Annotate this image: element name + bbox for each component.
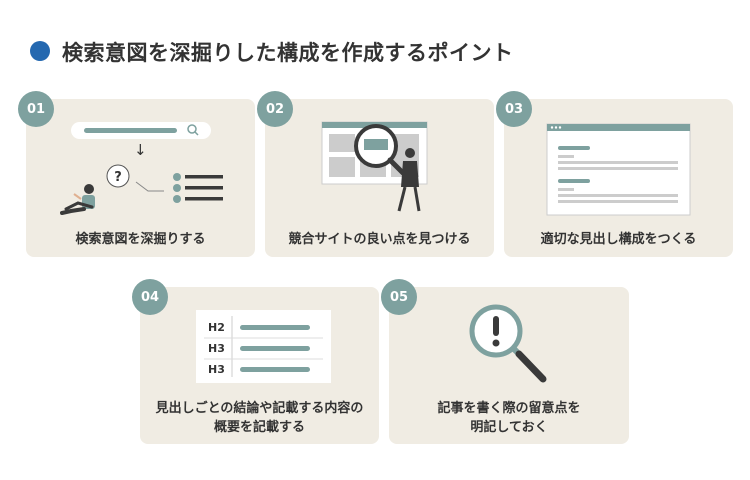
heading-h3: H3 xyxy=(208,342,225,355)
card-number-badge: 04 xyxy=(132,279,168,315)
arrow-icon: ↓ xyxy=(134,141,147,159)
question-mark: ? xyxy=(114,170,122,185)
point-card-02: 02 競合サイトの良い点を見つける xyxy=(257,91,494,257)
point-card-01: ? ↓ 01 検索意図を深掘りする xyxy=(18,91,255,257)
card-number-badge: 05 xyxy=(381,279,417,315)
heading-h2: H2 xyxy=(208,321,225,334)
point-card-03: 03 適切な見出し構成をつくる xyxy=(496,91,733,257)
page-title: 検索意図を深掘りした構成を作成するポイント xyxy=(62,41,514,65)
heading-list-illustration: H2 H3 H3 xyxy=(196,310,331,383)
title-dot xyxy=(30,41,50,61)
card-label: 検索意図を深掘りする xyxy=(75,232,206,247)
card-label-line2: 概要を記載する xyxy=(213,420,305,435)
point-card-04: H2 H3 H3 04 見出しごとの結論や記載する内容の 概要を記載する xyxy=(132,279,379,444)
heading-h3: H3 xyxy=(208,363,225,376)
card-number-badge: 01 xyxy=(18,91,54,127)
point-card-05: 05 記事を書く際の留意点を 明記しておく xyxy=(381,279,629,444)
card-number-badge: 02 xyxy=(257,91,293,127)
card-label-line2: 明記しておく xyxy=(470,420,548,435)
browser-outline-illustration xyxy=(546,123,691,216)
card-label: 競合サイトの良い点を見つける xyxy=(288,232,471,247)
exclamation-magnifier-illustration xyxy=(469,304,547,383)
searching-person-illustration: ? xyxy=(60,122,223,215)
card-label-line1: 見出しごとの結論や記載する内容の xyxy=(155,401,364,416)
magnifier-person-illustration xyxy=(321,121,428,212)
card-label: 適切な見出し構成をつくる xyxy=(540,232,697,247)
card-number-badge: 03 xyxy=(496,91,532,127)
card-label-line1: 記事を書く際の留意点を xyxy=(437,401,581,416)
